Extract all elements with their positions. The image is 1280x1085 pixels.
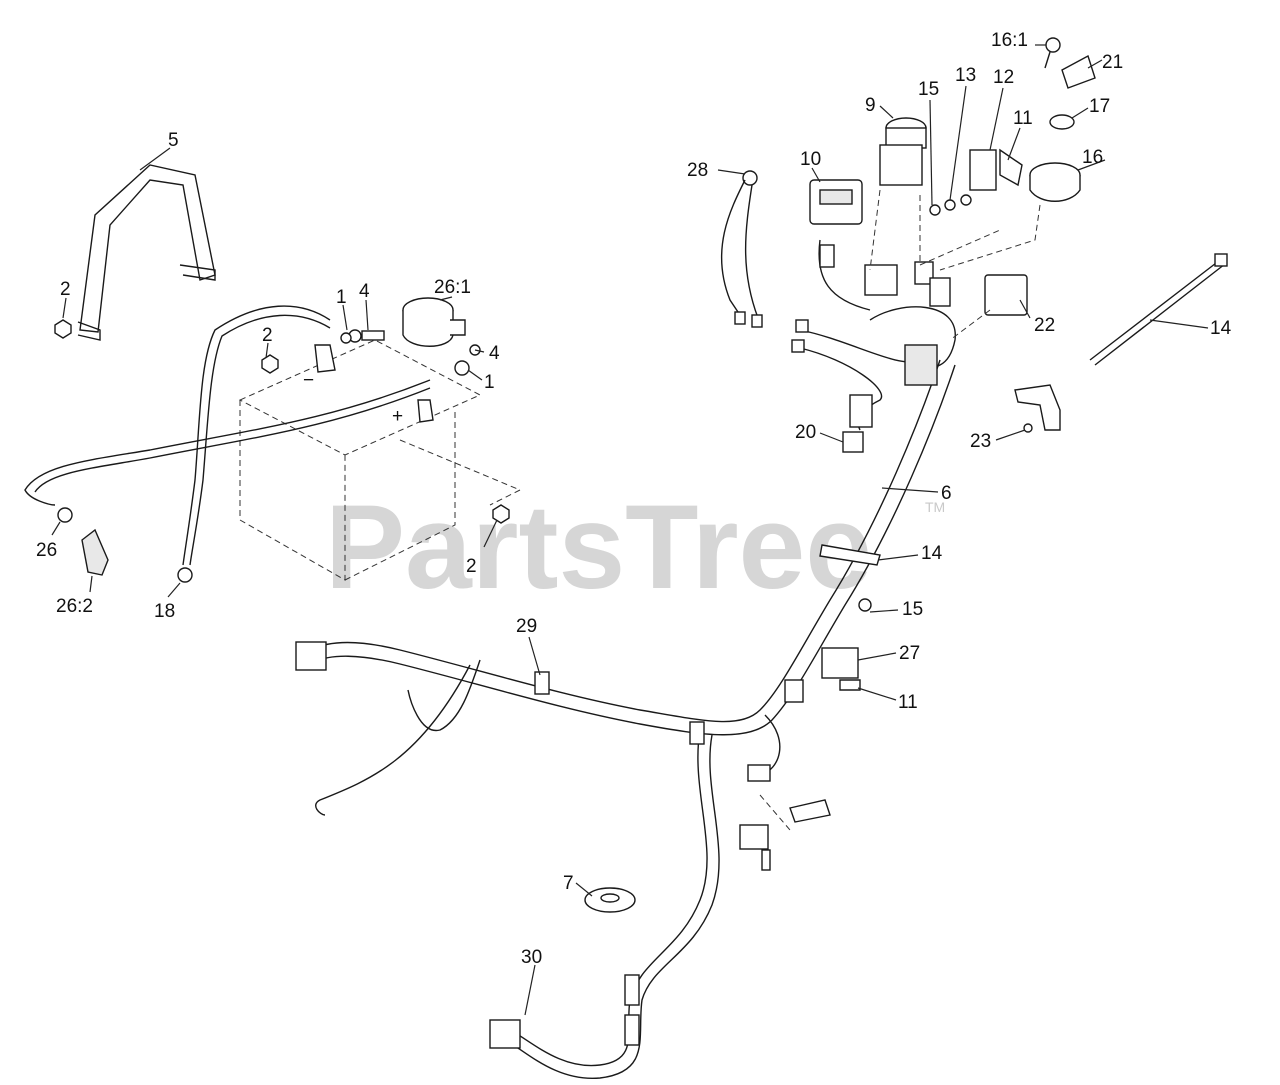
seat-switch[interactable] <box>809 179 863 225</box>
watermark-tm: TM <box>925 499 945 515</box>
callout-12: 12 <box>993 67 1014 88</box>
callout-4-pos: 4 <box>489 343 500 364</box>
battery-positive-mark: + <box>392 406 403 427</box>
battery-negative-mark: − <box>303 370 314 391</box>
callout-11-upper: 11 <box>1013 108 1033 129</box>
callout-9: 9 <box>865 95 876 116</box>
battery-hardware[interactable] <box>54 319 510 524</box>
terminal-cover-26-2[interactable] <box>81 528 109 576</box>
callout-26-2: 26:2 <box>56 596 93 617</box>
negative-battery-cable[interactable] <box>177 305 331 583</box>
grommet[interactable] <box>584 887 636 913</box>
callout-26: 26 <box>36 540 57 561</box>
ignition-nut[interactable] <box>1049 114 1075 130</box>
callout-16: 16 <box>1082 147 1103 168</box>
switch-27[interactable] <box>821 598 872 691</box>
callout-28: 28 <box>687 160 708 181</box>
cable-tie-14[interactable] <box>1089 253 1228 366</box>
cable-ring-terminal-26 <box>57 507 73 523</box>
callout-7: 7 <box>563 873 574 894</box>
callout-15-upper: 15 <box>918 79 939 100</box>
callout-5: 5 <box>168 130 179 151</box>
small-screws[interactable] <box>929 194 972 216</box>
callout-2-pos: 2 <box>466 556 477 577</box>
ignition-key-and-bezel[interactable] <box>1044 37 1096 89</box>
callout-17: 17 <box>1089 96 1110 117</box>
callout-13: 13 <box>955 65 976 86</box>
callout-30: 30 <box>521 947 542 968</box>
watermark: PartsTree <box>325 480 872 614</box>
callout-21: 21 <box>1102 52 1123 73</box>
ignition-switch[interactable] <box>1029 162 1081 202</box>
callout-15-lower: 15 <box>902 599 923 620</box>
callout-14-harness: 14 <box>921 543 943 564</box>
callout-14-tie: 14 <box>1210 318 1232 339</box>
callout-22: 22 <box>1034 315 1055 336</box>
mounting-bracket-23[interactable] <box>1014 384 1061 433</box>
callout-4-neg: 4 <box>359 281 370 302</box>
fuse[interactable] <box>842 431 864 453</box>
callout-29: 29 <box>516 616 537 637</box>
callout-23: 23 <box>970 431 991 452</box>
callout-6: 6 <box>941 483 952 504</box>
callout-labels: 5 2 1 4 26:1 2 4 1 2 26 26:2 18 28 10 9 … <box>36 30 1232 968</box>
callout-1-neg: 1 <box>336 287 347 308</box>
callout-20: 20 <box>795 422 816 443</box>
callout-11-lower: 11 <box>898 692 918 713</box>
cable-ring-terminal-18 <box>177 567 193 583</box>
main-wire-harness[interactable] <box>295 359 956 1079</box>
relay[interactable] <box>984 274 1028 316</box>
callout-2-neg: 2 <box>262 325 273 346</box>
positive-battery-cable[interactable] <box>24 379 431 523</box>
pto-switch[interactable] <box>879 117 927 186</box>
callout-26-1: 26:1 <box>434 277 471 298</box>
lower-switch[interactable] <box>739 799 831 871</box>
interlock-switch-12[interactable] <box>969 148 1023 191</box>
callout-1-pos: 1 <box>484 372 495 393</box>
battery-hold-down-strap[interactable] <box>77 164 216 341</box>
callout-27: 27 <box>899 643 920 664</box>
callout-2-strap: 2 <box>60 279 71 300</box>
leader-lines <box>51 44 1209 1016</box>
wire-lead-28[interactable] <box>720 170 763 328</box>
terminal-cover-26-1[interactable] <box>402 297 466 347</box>
callout-16-1: 16:1 <box>991 30 1028 51</box>
harness-upper-bundle[interactable] <box>791 239 956 431</box>
callout-10: 10 <box>800 149 821 170</box>
callout-18: 18 <box>154 601 175 622</box>
battery: − + <box>238 339 522 581</box>
